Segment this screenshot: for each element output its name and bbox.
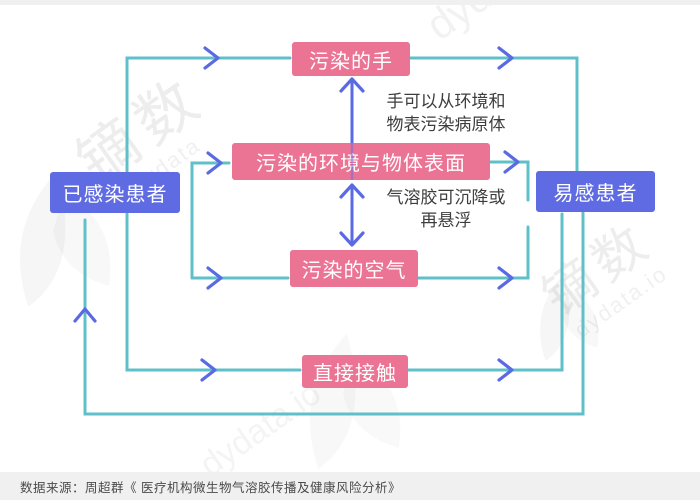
note-hands-contamination: 手可以从环境和 物表污染病原体 — [368, 90, 524, 136]
arrowheads — [73, 46, 520, 382]
note-line: 手可以从环境和 — [386, 92, 506, 111]
node-contaminated-surfaces: 污染的环境与物体表面 — [232, 143, 490, 180]
node-contaminated-hands: 污染的手 — [292, 42, 410, 76]
node-susceptible-patient: 易感患者 — [536, 171, 655, 212]
path-infected-to-contact — [125, 212, 302, 372]
note-line: 物表污染病原体 — [386, 115, 506, 134]
path-infected-to-surfaces — [190, 161, 231, 280]
top-divider — [0, 0, 700, 5]
source-text: 数据来源：周超群《 医疗机构微生物气溶胶传播及健康风险分析》 — [20, 480, 401, 495]
path-infected-to-hands — [125, 56, 292, 174]
source-bar: 数据来源：周超群《 医疗机构微生物气溶胶传播及健康风险分析》 — [0, 472, 700, 500]
note-line: 再悬浮 — [420, 211, 472, 230]
note-line: 气溶胶可沉降或 — [386, 188, 506, 207]
node-contaminated-air: 污染的空气 — [290, 250, 418, 287]
path-air-to-susceptible — [416, 225, 530, 280]
node-direct-contact: 直接接触 — [302, 355, 408, 388]
path-susceptible-to-infected — [83, 211, 585, 416]
node-infected-patient: 已感染患者 — [50, 172, 180, 213]
path-contact-to-susceptible — [406, 212, 564, 372]
path-hands-to-susceptible — [408, 56, 579, 173]
note-aerosol-settling: 气溶胶可沉降或 再悬浮 — [368, 186, 524, 232]
path-surfaces-to-susceptible — [488, 160, 530, 202]
